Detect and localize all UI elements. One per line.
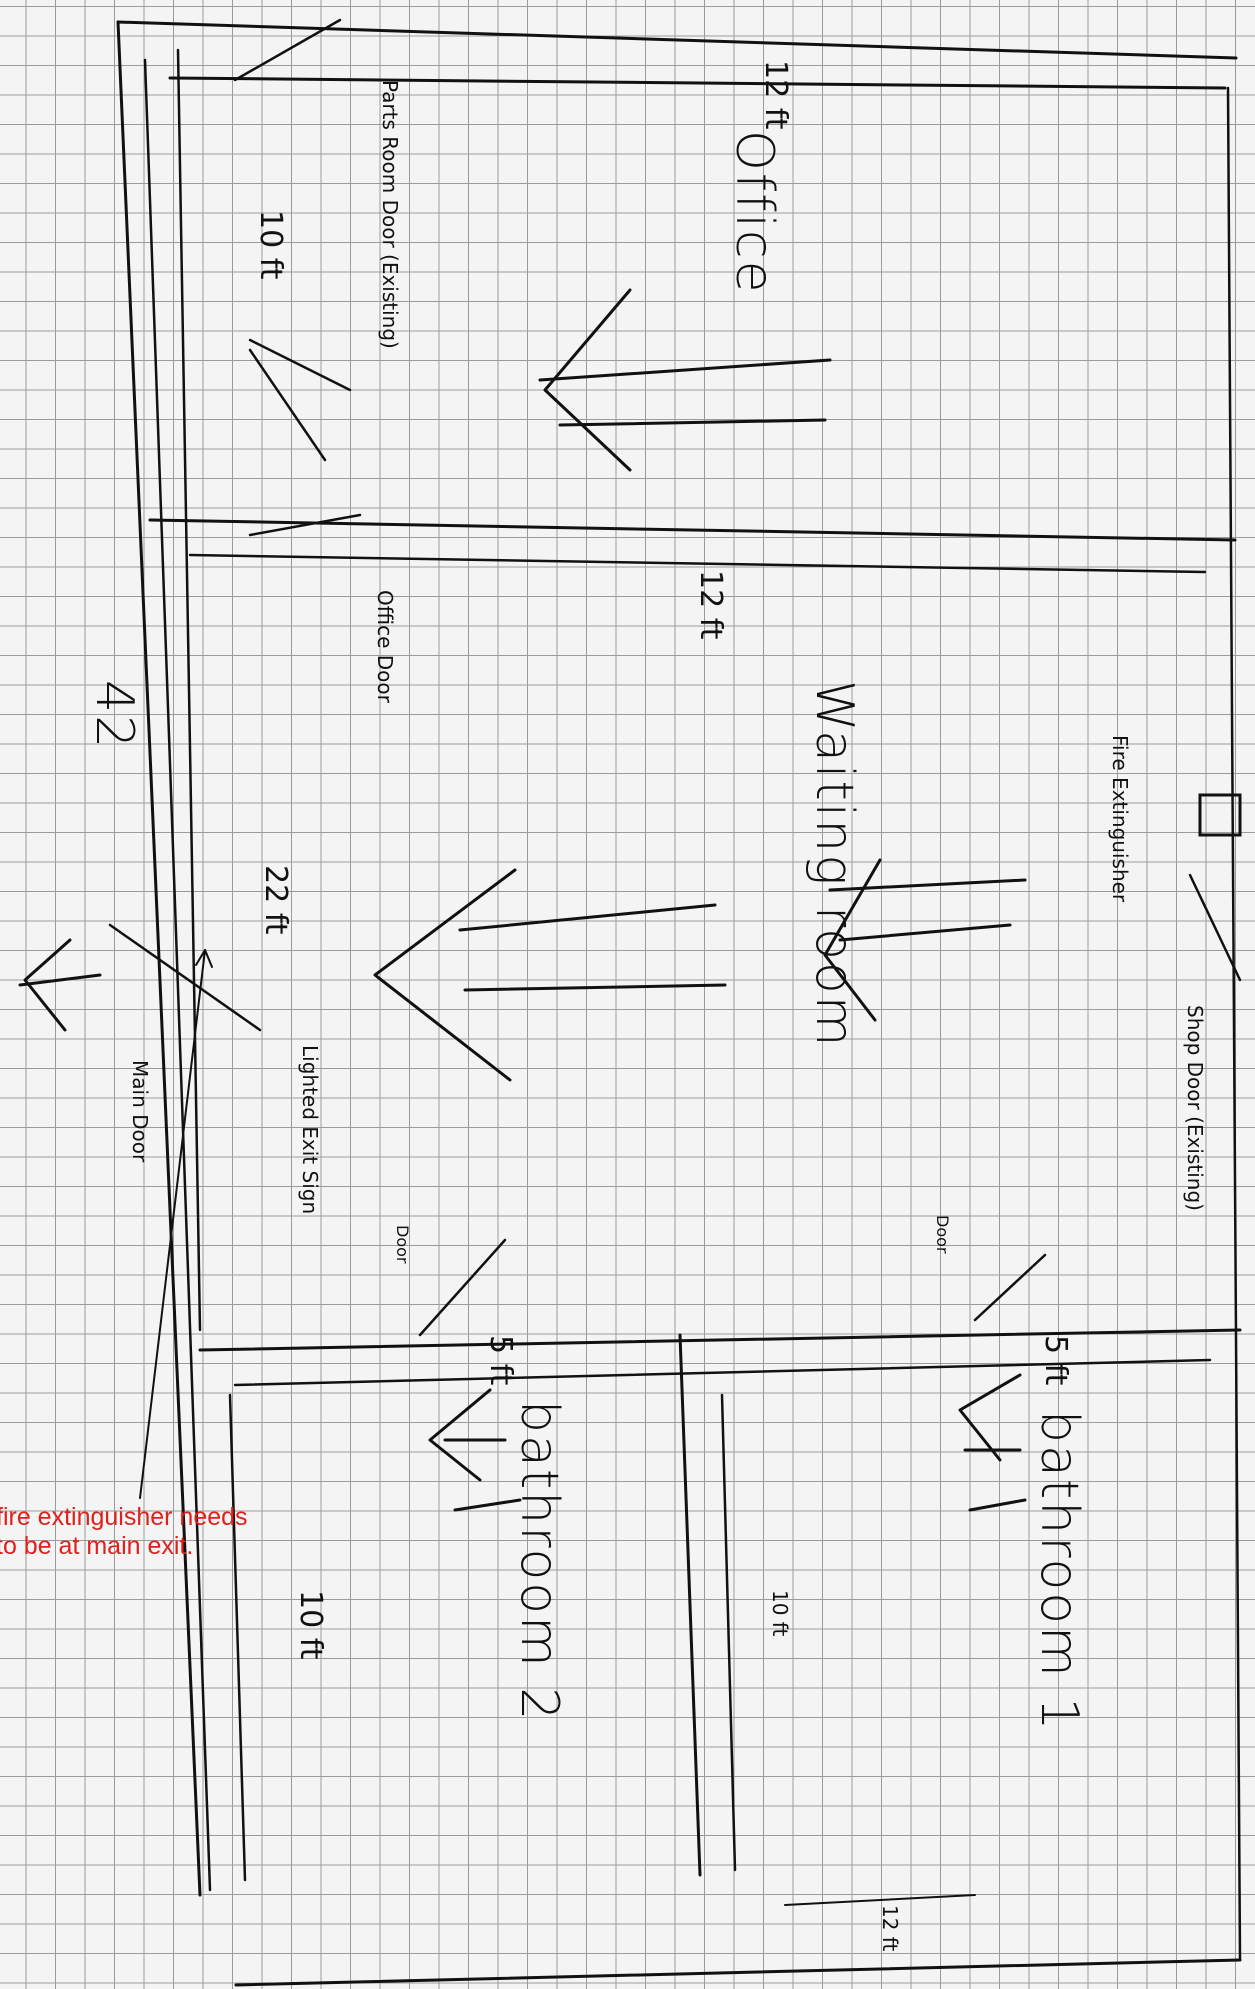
office-door-swing xyxy=(248,513,362,537)
main-door-swing xyxy=(108,923,262,1032)
shop-door-label: Shop Door (Existing) xyxy=(1183,1005,1207,1211)
waiting-width-label: 12 ft xyxy=(693,570,728,640)
waiting-room-name: Waiting room xyxy=(804,680,864,1049)
bathroom-2-length-label: 10 ft xyxy=(293,1590,328,1660)
lighted-exit-sign-label: Lighted Exit Sign xyxy=(298,1045,322,1215)
parts-room-door-swing xyxy=(233,18,342,82)
bath1-arrow-head xyxy=(958,1373,1022,1462)
office-small-arrow xyxy=(248,338,352,392)
office-length-label: 10 ft xyxy=(253,210,288,280)
bathroom-1-width-dimension: 12 ft xyxy=(878,1905,902,1952)
bathroom-1-length-label: 10 ft xyxy=(768,1590,792,1637)
bath2-door-swing xyxy=(418,1238,507,1337)
fire-extinguisher-label: Fire Extinguisher xyxy=(1108,735,1132,903)
bath1-door-label: Door xyxy=(933,1215,952,1254)
waiting-arrow-head xyxy=(373,868,517,1082)
annotation-leader-line xyxy=(139,949,206,1499)
bath2-door-label: Door xyxy=(393,1225,412,1264)
office-waiting-wall xyxy=(148,518,1237,542)
office-arrow-shaft xyxy=(538,358,832,382)
fire-extinguisher-note: fire extinguisher needs to be at main ex… xyxy=(0,1503,248,1560)
bath1-door-swing xyxy=(973,1253,1047,1322)
shop-door-swing xyxy=(1188,873,1242,982)
main-exit-arrow-head xyxy=(23,938,72,1032)
parts-room-door-label: Parts Room Door (Existing) xyxy=(378,80,402,349)
office-door-label: Office Door xyxy=(373,590,397,703)
waiting-bathroom-wall xyxy=(198,1328,1242,1352)
fire-extinguisher-box xyxy=(1198,793,1242,837)
bathroom-1-name: bathroom 1 xyxy=(1029,1410,1089,1733)
office-top-wall xyxy=(168,76,1227,90)
main-door-label: Main Door xyxy=(128,1060,152,1163)
office-arrow-head xyxy=(543,288,632,472)
bathroom-2-name: bathroom 2 xyxy=(509,1400,569,1723)
waiting-length-label: 22 ft xyxy=(258,865,293,935)
office-width-label: 12 ft xyxy=(758,60,793,130)
total-length-label: 42 xyxy=(84,680,144,751)
office-room-name: Office xyxy=(724,130,784,295)
waiting-small-arrow-head xyxy=(823,858,882,1022)
bathroom-2-width-label: 5 ft xyxy=(483,1335,518,1386)
bathroom-divider-wall xyxy=(678,1333,702,1877)
bath2-arrow-head xyxy=(428,1388,492,1482)
bathroom-1-width-label: 5 ft xyxy=(1038,1335,1073,1386)
